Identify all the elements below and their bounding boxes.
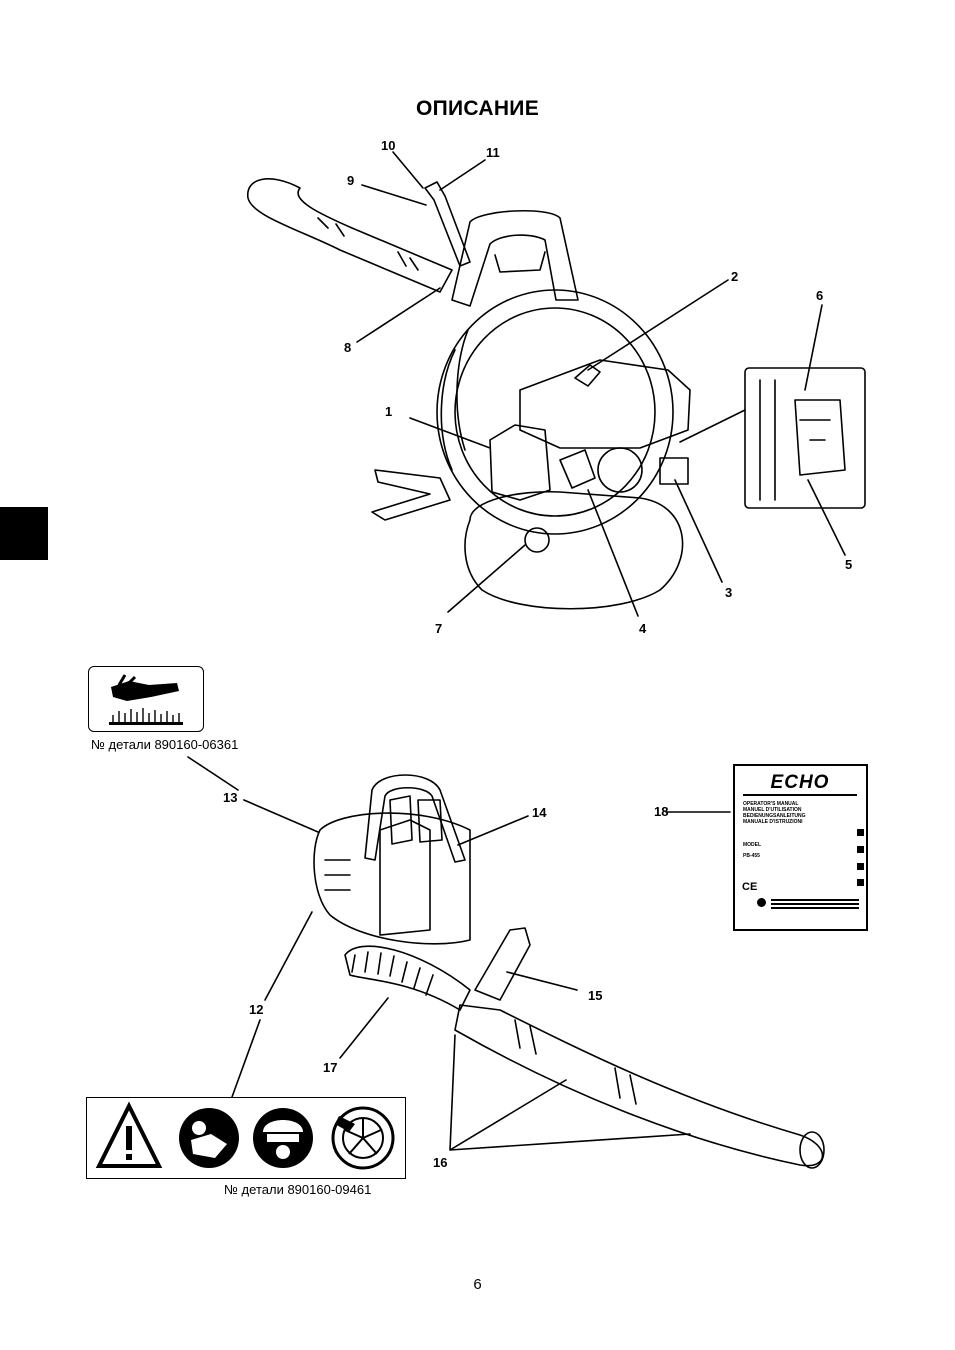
callout-2: 2 bbox=[731, 269, 739, 284]
manual-tab bbox=[857, 829, 864, 836]
hot-surface-decal bbox=[88, 666, 204, 732]
manual-line-4: MANUALE D'ISTRUZIONI bbox=[743, 819, 803, 825]
safety-decal bbox=[86, 1097, 406, 1179]
top-air-cleaner bbox=[489, 424, 551, 501]
callout-13: 13 bbox=[223, 790, 238, 805]
manual-emblem-icon bbox=[757, 898, 766, 907]
manual-fineprint bbox=[771, 907, 859, 909]
part-number-12: № детали 890160-09461 bbox=[224, 1182, 372, 1197]
top-engine-body bbox=[519, 359, 691, 449]
callout-18: 18 bbox=[654, 804, 669, 819]
manual-tab bbox=[857, 846, 864, 853]
manual-tab bbox=[857, 879, 864, 886]
bottom-fan-housing bbox=[313, 812, 471, 945]
top-backpack-frame bbox=[451, 210, 579, 307]
callout-5: 5 bbox=[845, 557, 853, 572]
manual-ce-mark: CE bbox=[742, 881, 758, 893]
callout-10: 10 bbox=[381, 138, 396, 153]
callout-6: 6 bbox=[816, 288, 824, 303]
rotating-fan-hazard-icon bbox=[331, 1106, 395, 1170]
manual-line-1: OPERATOR'S MANUAL bbox=[743, 801, 799, 807]
top-starter bbox=[597, 447, 643, 493]
manual-line-3: BEDIENUNGSANLEITUNG bbox=[743, 813, 806, 819]
callout-8: 8 bbox=[344, 340, 352, 355]
hot-surface-warning-icon bbox=[109, 674, 183, 725]
bottom-flex-hose bbox=[344, 945, 471, 1011]
callout-4: 4 bbox=[639, 621, 647, 636]
top-shoulder-strap bbox=[371, 469, 451, 521]
manual-model-label: MODEL bbox=[743, 842, 762, 848]
callout-11: 11 bbox=[486, 145, 500, 160]
top-fuel-tank bbox=[464, 490, 684, 610]
manual-tab bbox=[857, 863, 864, 870]
manual-line-2: MANUEL D'UTILISATION bbox=[743, 807, 802, 813]
manual-brand: ECHO bbox=[743, 772, 857, 796]
callout-9: 9 bbox=[347, 173, 355, 188]
callout-16: 16 bbox=[433, 1155, 448, 1170]
top-blower-tube bbox=[247, 178, 453, 293]
read-manual-icon bbox=[179, 1108, 239, 1168]
part-number-13: № детали 890160-06361 bbox=[91, 737, 239, 752]
callout-17: 17 bbox=[323, 1060, 338, 1075]
page-title: ОПИСАНИЕ bbox=[416, 97, 539, 120]
section-tab-marker bbox=[0, 507, 48, 560]
bottom-blower-tube bbox=[454, 1004, 824, 1167]
callout-14: 14 bbox=[532, 805, 547, 820]
bottom-throttle-handle bbox=[474, 927, 531, 1001]
warning-triangle-icon bbox=[95, 1101, 163, 1168]
manual-fineprint bbox=[771, 899, 859, 901]
protective-gear-icon bbox=[253, 1108, 313, 1168]
callout-15: 15 bbox=[588, 988, 603, 1003]
callout-12: 12 bbox=[249, 1002, 264, 1017]
callout-1: 1 bbox=[385, 404, 393, 419]
bottom-backpack-frame bbox=[364, 774, 466, 863]
callout-7: 7 bbox=[435, 621, 443, 636]
operators-manual-cover: ECHO OPERATOR'S MANUAL MANUEL D'UTILISAT… bbox=[733, 764, 868, 931]
manual-fineprint bbox=[771, 903, 859, 905]
top-handle-lever bbox=[424, 181, 471, 267]
manual-model: PB-455 bbox=[743, 853, 760, 859]
top-fan-housing bbox=[436, 289, 674, 535]
throttle-inset-box bbox=[744, 367, 866, 509]
callout-3: 3 bbox=[725, 585, 733, 600]
page-number: 6 bbox=[473, 1276, 482, 1293]
